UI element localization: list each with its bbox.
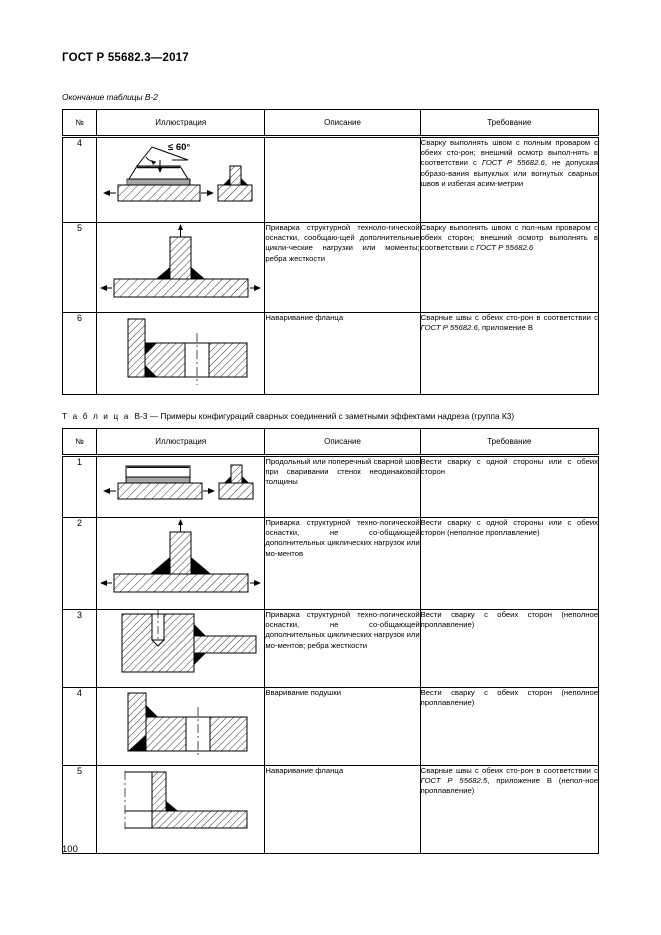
table-b3-caption-dash: — <box>149 411 159 421</box>
table-row: 2 <box>61 517 600 610</box>
block-stub-weld-diagram <box>121 610 257 673</box>
requirement-cell: Сварные швы с обеих сто-рон в соответств… <box>419 312 600 395</box>
description-cell <box>264 136 421 223</box>
row-number: 3 <box>61 609 98 688</box>
column-header-illustration: Иллюстрация <box>96 109 266 138</box>
row-number: 2 <box>61 517 98 610</box>
description-cell: Наваривание фланца <box>264 765 421 854</box>
requirement-cell: Сварные швы с обеих сто-рон в соответств… <box>419 765 600 854</box>
table-b2-header: № Иллюстрация Описание Требование <box>61 109 600 138</box>
table-b3: № Иллюстрация Описание Требование 1 <box>61 428 600 854</box>
table-row: 4 <box>61 136 600 223</box>
row-number: 4 <box>61 687 98 766</box>
requirement-cell: Сварку выполнять швом с пол-ным проваром… <box>419 222 600 313</box>
table-row: 5 <box>61 222 600 313</box>
table-b3-caption-text: Примеры конфигураций сварных соединений … <box>160 411 515 421</box>
column-header-num: № <box>61 428 98 457</box>
page-number: 100 <box>62 844 78 855</box>
insert-pad-weld-diagram <box>127 692 248 758</box>
description-text: Продольный или поперечный сварной шов пр… <box>265 457 420 487</box>
description-cell: Вваривание подушки <box>264 687 421 766</box>
requirement-cell: Вести сварку с одной стороны или с обеих… <box>419 455 600 518</box>
table-row: 3 <box>61 609 600 688</box>
requirement-text: Сварку выполнять швом с пол-ным проваром… <box>420 223 598 253</box>
illustration-cell-flange-buildup-partial <box>96 765 266 854</box>
table-b3-caption-label: Т а б л и ц а <box>62 411 130 421</box>
table-b3-header: № Иллюстрация Описание Требование <box>61 428 600 457</box>
flange-buildup-partial-diagram <box>124 771 248 829</box>
requirement-text: Вести сварку с обеих сторон (неполное пр… <box>420 610 598 630</box>
column-header-requirement: Требование <box>419 428 600 457</box>
table-b3-caption-number: В-3 <box>134 411 148 421</box>
description-cell: Приварка структурной техноло-гической ос… <box>264 222 421 313</box>
column-header-num: № <box>61 109 98 138</box>
requirement-cell: Вести сварку с обеих сторон (неполное пр… <box>419 609 600 688</box>
description-text: Наваривание фланца <box>265 313 344 322</box>
description-text: Наваривание фланца <box>265 766 344 775</box>
description-text: Приварка структурной техно-логической ос… <box>265 610 420 650</box>
illustration-cell-weld-bevel-plate: ≤ 60° <box>96 136 266 223</box>
table-row: 6 <box>61 312 600 395</box>
requirement-cell: Вести сварку с обеих сторон (неполное пр… <box>419 687 600 766</box>
description-cell: Продольный или поперечный сварной шов пр… <box>264 455 421 518</box>
requirement-cell: Вести сварку с одной стороны или с обеих… <box>419 517 600 610</box>
table-b3-caption: Т а б л и ц а В-3 — Примеры конфигураций… <box>62 411 599 421</box>
table-b2: № Иллюстрация Описание Требование 4 <box>61 109 600 395</box>
page-content: ГОСТ Р 55682.3—2017 Окончание таблицы В-… <box>61 52 600 854</box>
tee-joint-partial-penetration-diagram <box>99 519 261 593</box>
description-cell: Приварка структурной техно-логической ос… <box>264 517 421 610</box>
illustration-cell-flange-buildup <box>96 312 266 395</box>
column-header-illustration: Иллюстрация <box>96 428 266 457</box>
requirement-cell: Сварку выполнять швом с полным проваром … <box>419 136 600 223</box>
requirement-text: Сварные швы с обеих сто-рон в соответств… <box>420 766 599 796</box>
illustration-cell-insert-pad-weld <box>96 687 266 766</box>
pad-plate-weld-diagram <box>102 464 254 500</box>
illustration-cell-pad-plate-weld <box>96 455 266 518</box>
row-number: 5 <box>61 765 98 854</box>
table-row: 1 <box>61 455 600 518</box>
description-cell: Наваривание фланца <box>264 312 421 395</box>
row-number: 1 <box>61 455 98 518</box>
requirement-text: Сварку выполнять швом с полным проваром … <box>420 138 598 188</box>
svg-text:≤ 60°: ≤ 60° <box>168 142 190 153</box>
row-number: 5 <box>61 222 98 313</box>
row-number: 6 <box>61 312 98 395</box>
illustration-cell-tee-joint-fillet <box>96 222 266 313</box>
flange-buildup-diagram <box>127 318 248 385</box>
illustration-cell-tee-joint-partial <box>96 517 266 610</box>
table-row: 5 <box>61 765 600 854</box>
table-row: 4 Вваривание подушки <box>61 687 600 766</box>
standard-header: ГОСТ Р 55682.3—2017 <box>62 52 189 64</box>
requirement-text: Вести сварку с одной стороны или с обеих… <box>420 457 598 477</box>
requirement-text: Вести сварку с одной стороны или с обеих… <box>420 518 598 538</box>
tee-joint-fillet-weld-diagram <box>99 224 261 298</box>
description-text: Приварка структурной техно-логической ос… <box>265 518 420 558</box>
table-b2-caption: Окончание таблицы В-2 <box>62 92 158 102</box>
illustration-cell-block-stub-weld <box>96 609 266 688</box>
weld-bevel-plate-diagram: ≤ 60° <box>102 142 253 202</box>
description-text: Приварка структурной техноло-гической ос… <box>265 223 420 263</box>
column-header-description: Описание <box>264 109 421 138</box>
requirement-text: Вести сварку с обеих сторон (неполное пр… <box>420 688 598 708</box>
column-header-description: Описание <box>264 428 421 457</box>
requirement-text: Сварные швы с обеих сто-рон в соответств… <box>420 313 598 333</box>
column-header-requirement: Требование <box>419 109 600 138</box>
description-text: Вваривание подушки <box>265 688 341 697</box>
row-number: 4 <box>61 136 98 223</box>
description-cell: Приварка структурной техно-логической ос… <box>264 609 421 688</box>
